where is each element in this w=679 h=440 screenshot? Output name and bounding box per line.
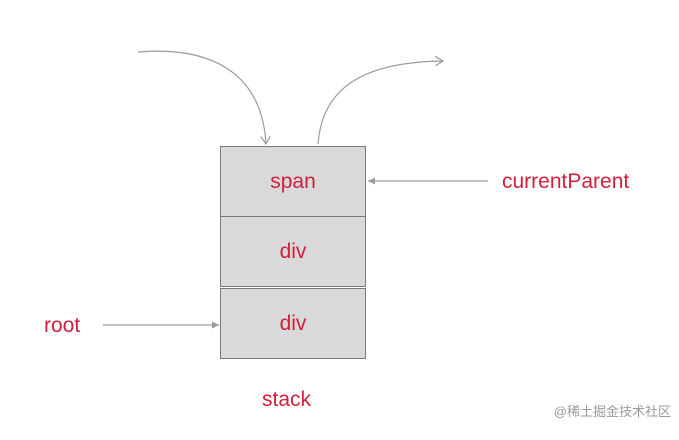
root-label: root: [44, 314, 81, 337]
stack-item-label: div: [279, 312, 307, 335]
stack-cell-middle: div: [220, 216, 366, 287]
stack-cell-top: span: [220, 146, 366, 217]
stack-item-label: div: [279, 240, 307, 263]
stack-caption: stack: [262, 388, 312, 411]
stack-cell-bottom: div: [220, 288, 366, 359]
watermark: @稀土掘金技术社区: [553, 404, 671, 419]
pop-arrow: [317, 61, 443, 145]
push-arrow: [137, 50, 266, 144]
current-parent-label: currentParent: [502, 170, 630, 193]
stack-item-label: span: [270, 170, 316, 193]
